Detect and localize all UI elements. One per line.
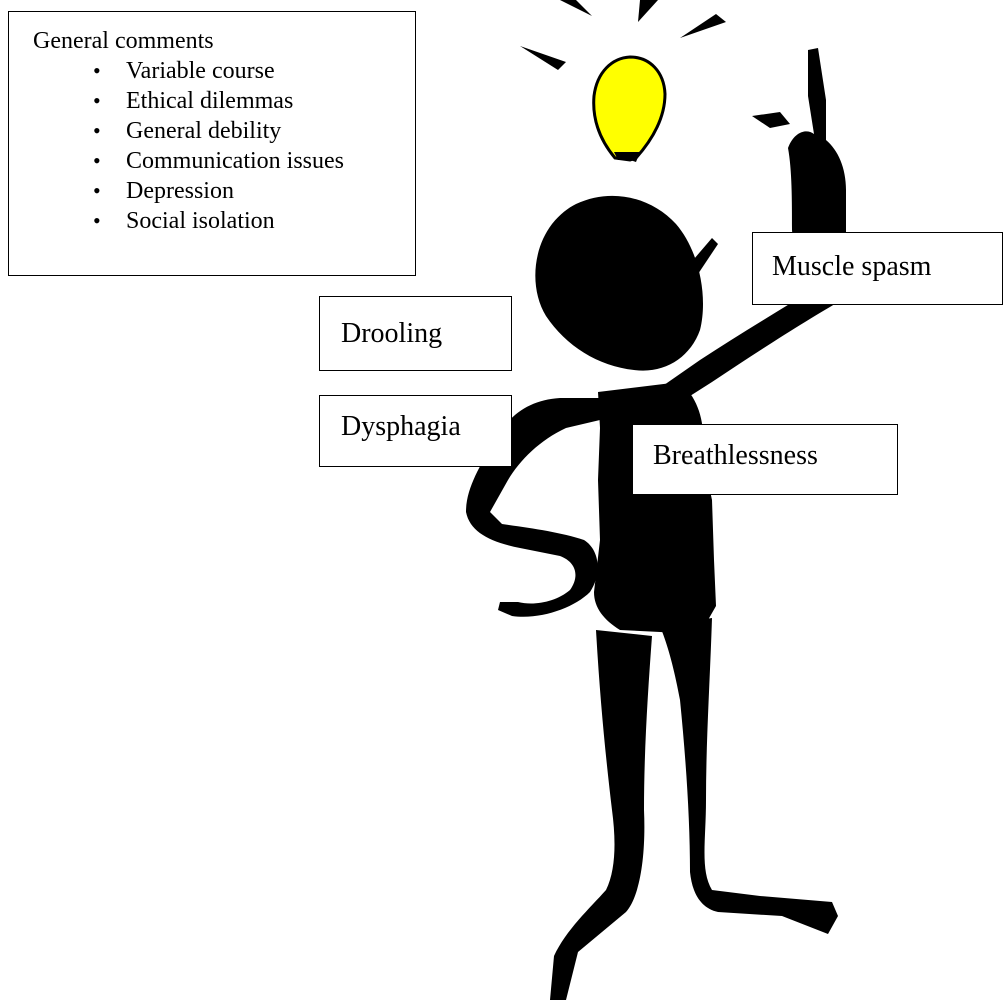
- breathlessness-label: Breathlessness: [653, 440, 818, 471]
- figure-knuckle: [752, 112, 790, 128]
- idea-ray-center: [638, 0, 658, 22]
- muscle-spasm-label: Muscle spasm: [772, 251, 932, 282]
- figure-torso: [594, 382, 716, 634]
- muscle-spasm-label-box: Muscle spasm: [752, 232, 1003, 305]
- figure-hand: [788, 48, 846, 284]
- drooling-label: Drooling: [341, 318, 443, 349]
- list-item: •Depression: [93, 178, 234, 204]
- lightbulb-base: [614, 152, 640, 162]
- breathlessness-label-box: Breathlessness: [632, 424, 898, 495]
- general-comments-title: General comments: [33, 28, 214, 54]
- general-comments-list: •Variable course •Ethical dilemmas •Gene…: [33, 56, 415, 236]
- dysphagia-label: Dysphagia: [341, 411, 461, 442]
- figure-raised-arm: [654, 284, 842, 410]
- bullet-icon: •: [93, 208, 101, 233]
- drooling-label-box: Drooling: [319, 296, 512, 371]
- list-item: •General debility: [93, 118, 282, 144]
- list-item: •Ethical dilemmas: [93, 88, 294, 114]
- list-item: •Social isolation: [93, 208, 275, 234]
- idea-ray-right-top: [680, 14, 726, 38]
- lightbulb-icon: [592, 55, 667, 162]
- figure-left-leg: [550, 630, 652, 1000]
- idea-ray-left: [520, 46, 566, 70]
- bullet-icon: •: [93, 148, 101, 173]
- idea-ray-left-top: [560, 0, 592, 16]
- bullet-icon: •: [93, 178, 101, 203]
- general-comments-box: General comments •Variable course •Ethic…: [8, 11, 416, 276]
- bullet-icon: •: [93, 88, 101, 113]
- dysphagia-label-box: Dysphagia: [319, 395, 512, 467]
- figure-nose: [676, 238, 718, 286]
- figure-right-leg: [660, 618, 838, 934]
- list-item: •Communication issues: [93, 148, 344, 174]
- figure-head: [535, 195, 703, 371]
- bullet-icon: •: [93, 118, 101, 143]
- list-item: •Variable course: [93, 58, 275, 84]
- idea-rays: [520, 0, 726, 70]
- bullet-icon: •: [93, 58, 101, 83]
